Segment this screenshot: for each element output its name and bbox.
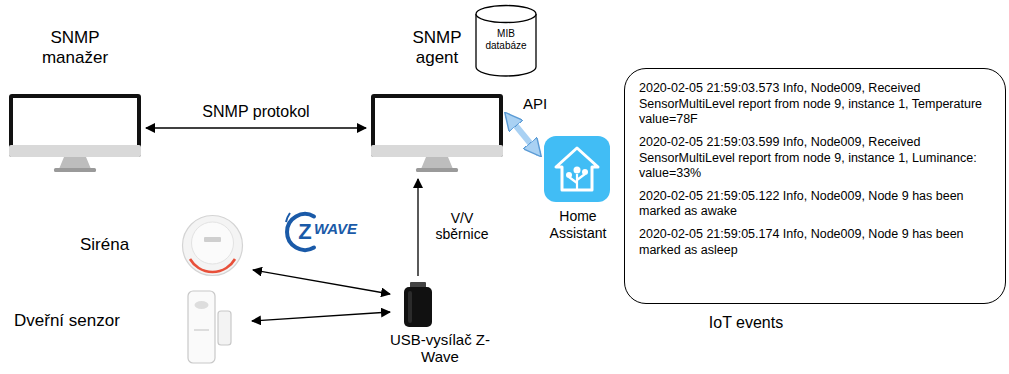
manager-station: SNMP manažer (8, 28, 142, 174)
log-caption: IoT events (686, 313, 806, 332)
zwave-wave (286, 213, 290, 222)
device-label: Dveřní senzor (14, 311, 164, 331)
zwave-link (253, 270, 390, 294)
usb-transmitter: USB-vysílač Z-Wave (380, 282, 500, 368)
home-assistant-icon (544, 136, 610, 202)
bus-link (417, 179, 418, 276)
mib-database: MIB databáze (474, 4, 538, 78)
home-assistant: Home Assistant (530, 136, 626, 248)
device-label: Siréna (80, 235, 172, 255)
edge-label: API (521, 95, 549, 113)
database-label: MIB databáze (481, 28, 531, 52)
usb-transmitter-icon (398, 282, 438, 328)
station-heading: SNMP agent (397, 28, 477, 69)
zwave-link (252, 312, 390, 321)
edge-label: V/V sběrnice (428, 210, 496, 244)
door-sensor-device: Dveřní senzor (14, 285, 250, 367)
station-heading: SNMP manažer (35, 28, 115, 69)
siren-device: Siréna (80, 205, 250, 280)
log-entry: 2020-02-05 21:59:03.599 Info, Node009, R… (639, 135, 991, 182)
snmp-link (146, 127, 366, 128)
door-sensor-device-icon (180, 289, 244, 365)
siren-device-icon (180, 213, 245, 278)
app-label: Home Assistant (538, 208, 618, 242)
iot-event-log: 2020-02-05 21:59:03.573 Info, Node009, R… (624, 68, 1006, 304)
agent-station-icon (370, 93, 504, 173)
log-entry: 2020-02-05 21:59:03.573 Info, Node009, R… (639, 81, 991, 128)
log-entry: 2020-02-05 21:59:05.174 Info, Node009, N… (639, 227, 991, 258)
device-label: USB-vysílač Z-Wave (380, 332, 500, 365)
log-entry: 2020-02-05 21:59:05.122 Info, Node009, N… (639, 189, 991, 220)
logo-letter: Z (294, 221, 316, 243)
edge-label: SNMP protokol (200, 102, 311, 121)
logo-wordmark: WAVE (314, 221, 362, 236)
manager-station-icon (8, 93, 142, 173)
api-link (507, 115, 539, 154)
